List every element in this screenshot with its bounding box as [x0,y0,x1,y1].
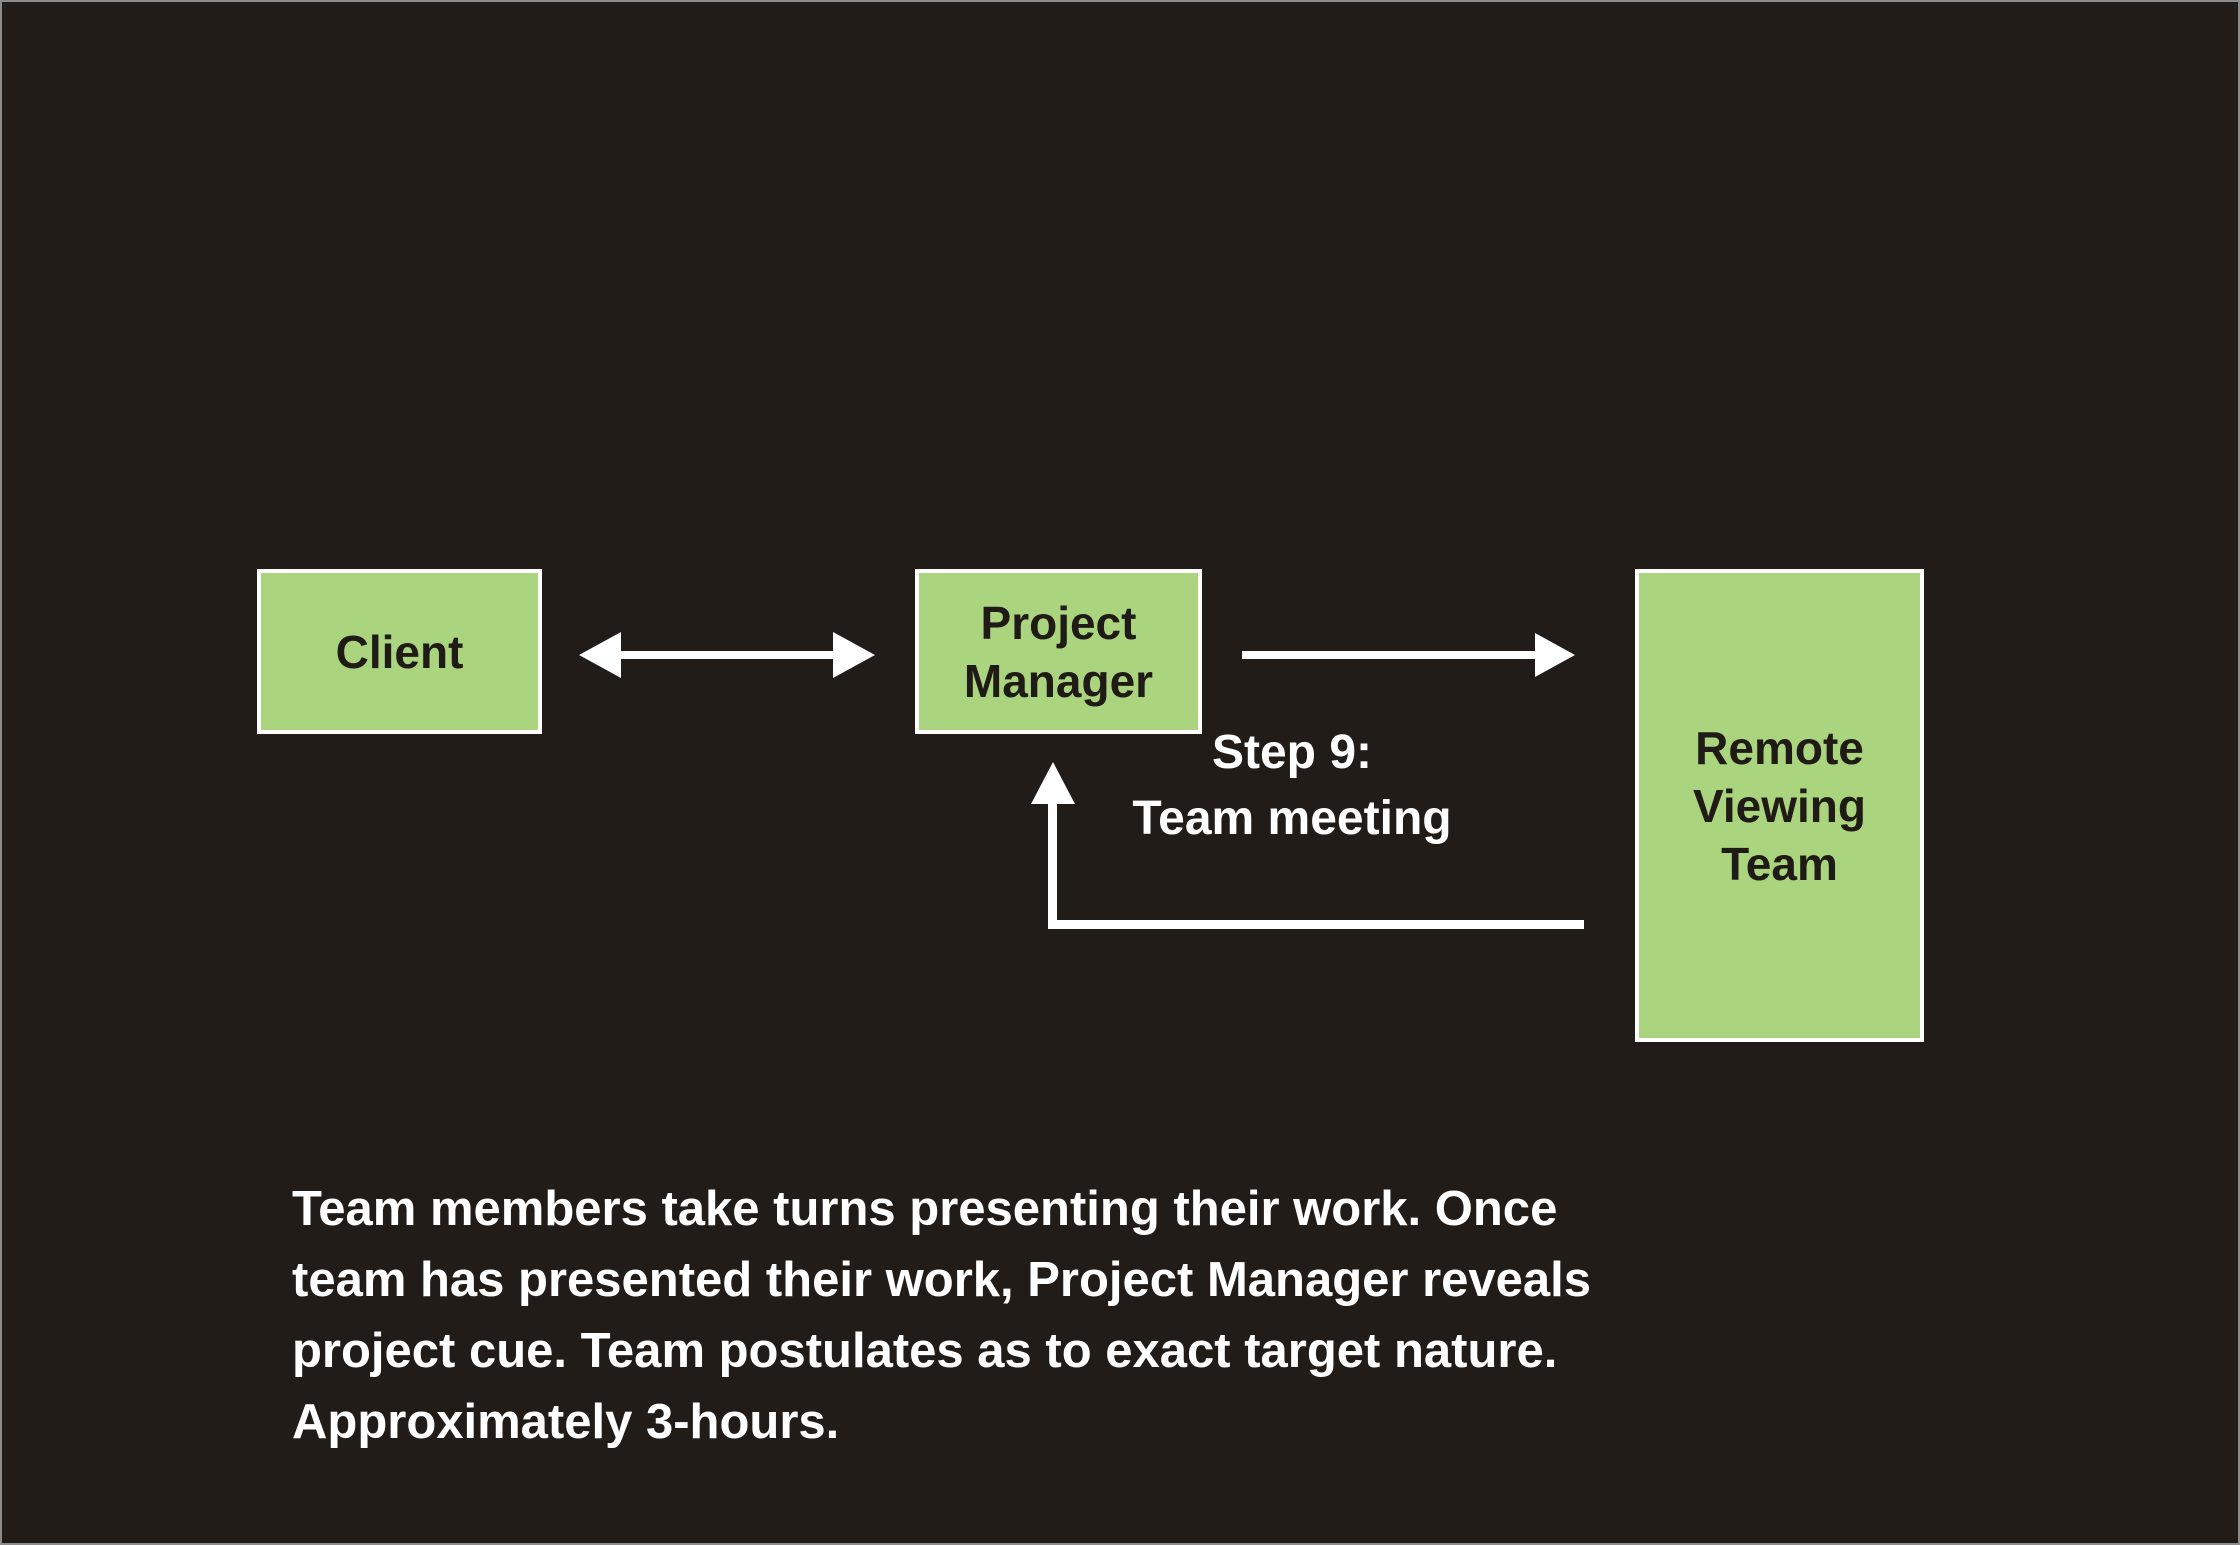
edge-label-step9: Step 9: Team meeting [1112,720,1472,852]
arrow-shaft [1242,651,1541,659]
node-remote-viewing-team-label: Remote Viewing Team [1693,721,1866,890]
edge-label-step9-line1: Step 9: [1211,726,1373,779]
node-project-manager-label: Project Manager [963,596,1154,707]
caption-line: Approximately 3-hours. [292,1395,840,1449]
arrow-pm-to-team [1242,633,1575,677]
return-arrow-horizontal-segment [1050,920,1584,929]
node-remote-viewing-team: Remote Viewing Team [1635,569,1924,1042]
arrow-shaft [613,651,841,659]
arrowhead-up-icon [1031,762,1075,804]
caption-paragraph: Team members take turns presenting their… [292,1174,1591,1458]
node-project-manager: Project Manager [915,569,1202,734]
caption-line: Team members take turns presenting their… [292,1182,1558,1236]
node-client-label: Client [335,625,464,678]
node-client: Client [257,569,542,734]
arrowhead-right-icon [1535,633,1575,677]
edge-label-step9-line2: Team meeting [1132,792,1452,845]
caption-line: team has presented their work, Project M… [292,1253,1592,1307]
bidirectional-arrow-client-pm [579,632,875,678]
arrowhead-right-icon [833,632,875,678]
caption-line: project cue. Team postulates as to exact… [292,1324,1558,1378]
return-arrow-vertical-segment [1048,804,1057,929]
